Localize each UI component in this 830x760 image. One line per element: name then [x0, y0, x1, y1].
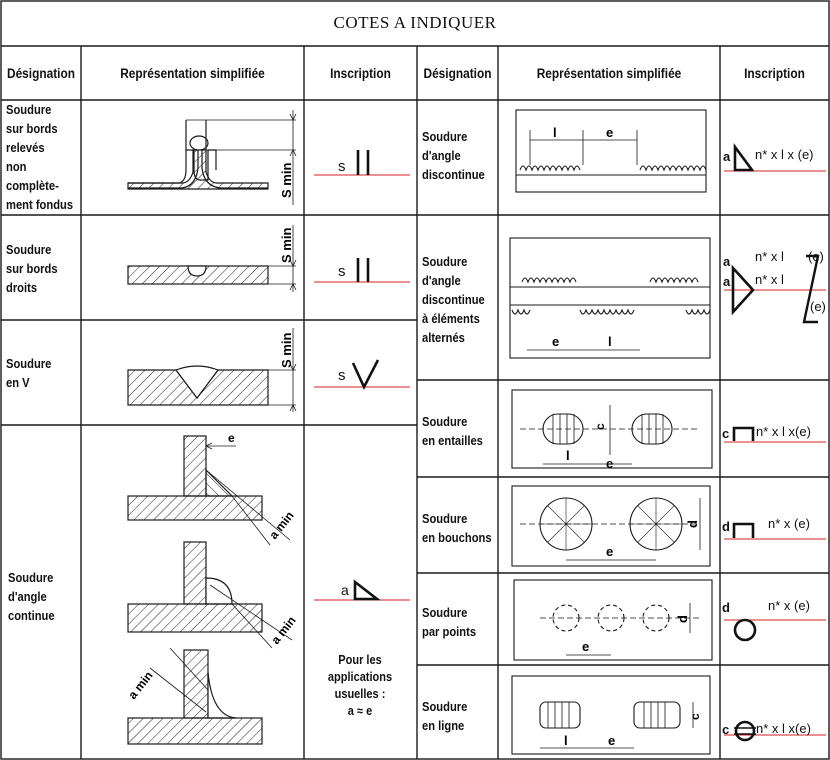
dim-l-r2: l	[608, 334, 612, 349]
dim-s-min-1: S min	[279, 163, 294, 198]
prefix-a-r1: a	[723, 149, 731, 164]
inscription-s-1: s	[338, 158, 346, 175]
dim-l-r3: l	[566, 448, 570, 463]
prefix-a-r2-bottom: a	[723, 274, 731, 289]
dim-e-r3: e	[606, 456, 613, 471]
symbol-slot	[732, 426, 755, 441]
drawing-ligne	[511, 675, 711, 755]
header-designation-right: Désignation	[423, 65, 492, 81]
formula-r6: n* x l x(e)	[756, 721, 811, 736]
note-applications-usuelles: Pour les applications usuelles : a ≈ e	[327, 653, 393, 718]
header-inscription-left: Inscription	[330, 65, 391, 81]
table-title: COTES A INDIQUER	[333, 13, 497, 32]
drawing-angle-discontinue	[515, 109, 707, 193]
formula-r1: n* x l x (e)	[755, 147, 814, 162]
weld-symbols	[351, 143, 820, 742]
symbol-plug	[732, 522, 755, 538]
header-designation-left: Désignation	[6, 65, 75, 81]
dim-a-min-3: a min	[125, 669, 155, 702]
prefix-d-r5: d	[722, 600, 730, 615]
drawing-points	[513, 579, 713, 661]
dim-e-r5: e	[582, 639, 589, 654]
formula-r4: n* x (e)	[768, 516, 810, 531]
drawing-entailles	[511, 389, 713, 469]
dim-e-r6: e	[608, 733, 615, 748]
symbol-seam	[734, 720, 756, 742]
dim-c-r3: c	[593, 423, 607, 430]
inscription-s-2: s	[338, 263, 346, 280]
prefix-c-r3: c	[722, 426, 730, 441]
dim-l-r1: l	[553, 125, 557, 140]
reference-lines	[314, 170, 826, 736]
inscription-s-3: s	[338, 367, 346, 384]
dim-e-r2: e	[552, 334, 559, 349]
drawing-bouchons	[511, 485, 711, 567]
dim-a-min-2: a min	[268, 614, 298, 647]
formula-r5: n* x (e)	[768, 598, 810, 613]
symbol-fillet-left	[353, 579, 381, 601]
drawing-angle-alternes	[509, 237, 711, 359]
suffix-r2-top: (e)	[808, 249, 824, 264]
formula-r3: n* x l x(e)	[756, 424, 811, 439]
formula-r2-bottom: n* x l	[755, 272, 784, 287]
dim-s-min-3: S min	[279, 333, 294, 368]
symbol-double-bar-1	[356, 150, 370, 175]
symbol-double-bar-2	[356, 258, 370, 282]
dim-d-r5: d	[675, 615, 690, 623]
symbol-zigzag	[802, 254, 820, 324]
suffix-r2-bottom: (e)	[810, 299, 826, 314]
header-representation-right: Représentation simplifiée	[536, 65, 682, 81]
dim-c-r6: c	[688, 713, 702, 720]
dim-e-angle: e	[228, 431, 235, 445]
drawing-bords-releves	[127, 110, 297, 205]
drawing-en-v	[127, 328, 297, 412]
dim-s-min-2: S min	[279, 228, 294, 263]
prefix-c-r6: c	[722, 722, 730, 737]
dim-l-r6: l	[564, 733, 568, 748]
header-representation-left: Représentation simplifiée	[120, 65, 265, 81]
symbol-v	[351, 359, 380, 390]
dim-d-r4: d	[685, 520, 700, 528]
drawing-angle-continue	[127, 435, 293, 745]
dim-e-r4: e	[606, 544, 613, 559]
dim-a-min-1: a min	[266, 509, 296, 542]
inscription-a: a	[341, 582, 349, 598]
symbol-fillet-r2	[731, 264, 755, 316]
dim-e-r1: e	[606, 125, 613, 140]
prefix-a-r2-top: a	[723, 254, 731, 269]
prefix-d-r4: d	[722, 519, 730, 534]
symbol-spot	[733, 618, 757, 642]
formula-r2-top: n* x l	[755, 249, 784, 264]
header-inscription-right: Inscription	[744, 65, 805, 81]
symbol-fillet-r1	[733, 143, 755, 172]
drawing-bords-droits	[127, 225, 297, 292]
